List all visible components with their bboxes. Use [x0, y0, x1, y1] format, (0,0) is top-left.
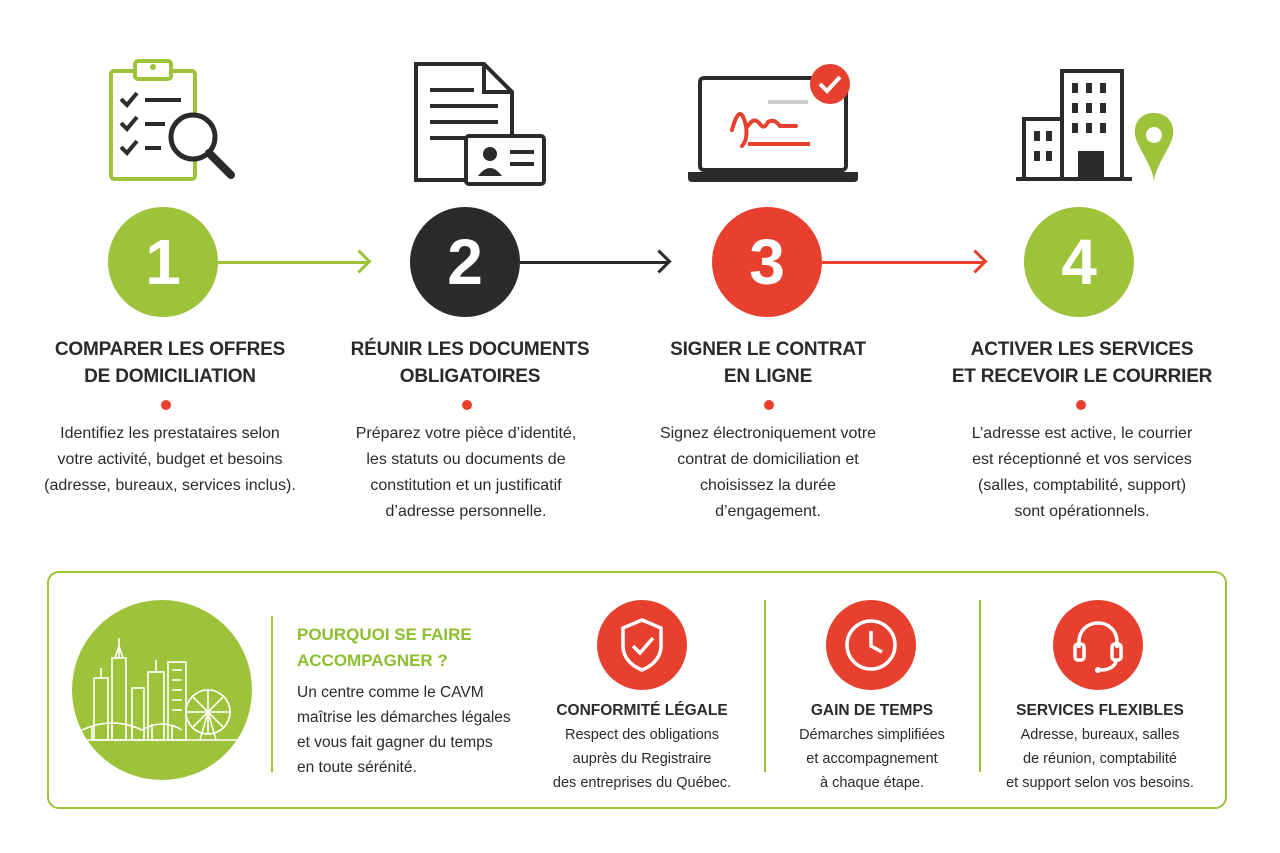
divider-1	[271, 616, 273, 772]
step-3-number: 3	[712, 207, 822, 317]
feature-2-badge	[826, 600, 916, 690]
document-id-card-icon	[414, 62, 546, 186]
city-skyline-icon	[72, 600, 252, 780]
clipboard-search-icon	[109, 59, 235, 181]
headset-icon	[1073, 621, 1123, 673]
feature-1-title: CONFORMITÉ LÉGALE	[556, 702, 728, 719]
step-4-number: 4	[1024, 207, 1134, 317]
step-2-number: 2	[410, 207, 520, 317]
feature-2-title: GAIN DE TEMPS	[810, 702, 934, 719]
step-3-dot	[764, 400, 774, 410]
clock-icon	[845, 619, 897, 671]
divider-2	[764, 600, 766, 772]
step-4-dot	[1076, 400, 1086, 410]
support-panel	[47, 571, 1227, 809]
step-1-dot	[161, 400, 171, 410]
feature-1-badge	[597, 600, 687, 690]
arrow-1-to-2	[218, 261, 368, 264]
building-location-icon	[1016, 69, 1174, 183]
step-2-description: Préparez votre pièce d’identité,les stat…	[355, 425, 577, 520]
step-1-number: 1	[108, 207, 218, 317]
feature-3-title: SERVICES FLEXIBLES	[1016, 702, 1184, 719]
step-2-dot	[462, 400, 472, 410]
laptop-signature-icon	[688, 64, 858, 182]
arrow-2-to-3	[520, 261, 668, 264]
shield-check-icon	[621, 618, 663, 672]
arrow-3-to-4	[822, 261, 984, 264]
divider-3	[979, 600, 981, 772]
feature-3-badge	[1053, 600, 1143, 690]
